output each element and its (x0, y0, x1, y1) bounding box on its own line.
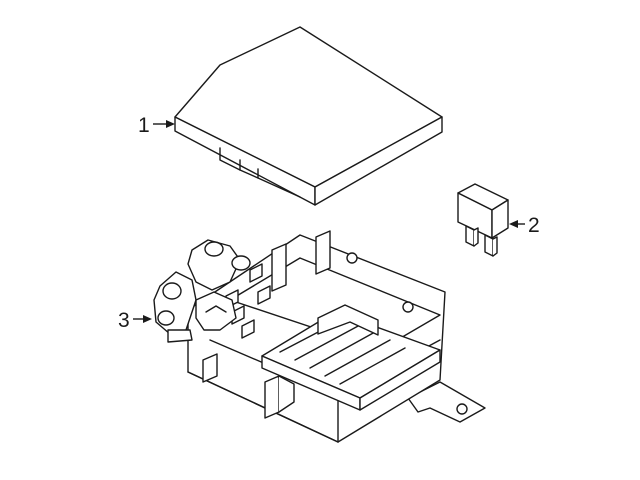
relay-box-part[interactable] (153, 230, 486, 443)
fuse-part[interactable] (457, 183, 509, 257)
callout-3-number: 1 (138, 114, 150, 137)
callout-1-number: 3 (118, 309, 130, 332)
callout-1: 3 (118, 309, 152, 332)
callout-2: 2 (509, 214, 540, 237)
callout-3: 1 (138, 114, 175, 137)
cover-part[interactable] (174, 26, 443, 206)
callout-2-number: 2 (528, 214, 540, 237)
